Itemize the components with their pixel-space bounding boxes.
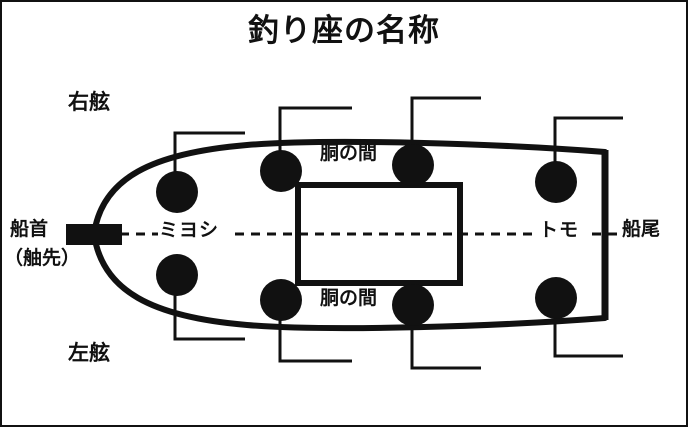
seat-marker-port-3	[392, 284, 434, 326]
leader-line-starboard-3	[410, 96, 481, 167]
label-mid-upper: 胴の間	[320, 142, 378, 164]
seat-marker-starboard-3	[392, 144, 434, 186]
label-miyoshi: ミヨシ	[159, 219, 220, 241]
label-bow: 船首	[10, 218, 49, 240]
center-compartment-rect	[295, 182, 463, 286]
bow-tip-marker	[66, 224, 122, 245]
label-bow-alternate: （舳先）	[4, 247, 81, 269]
label-mid-lower: 胴の間	[320, 287, 378, 309]
seat-marker-port-2	[260, 279, 302, 321]
seat-marker-port-1	[156, 254, 198, 296]
seat-markers-port	[156, 254, 577, 326]
seat-marker-starboard-1	[156, 171, 198, 213]
label-port: 左舷	[68, 341, 110, 365]
seat-marker-port-4	[535, 277, 577, 319]
label-tomo: トモ	[539, 219, 580, 241]
label-starboard: 右舷	[68, 90, 110, 114]
label-stern: 船尾	[622, 218, 661, 240]
seat-marker-starboard-2	[260, 150, 302, 192]
page-title: 釣り座の名称	[248, 13, 440, 49]
seat-markers-starboard	[156, 144, 577, 213]
seat-marker-starboard-4	[535, 161, 577, 203]
